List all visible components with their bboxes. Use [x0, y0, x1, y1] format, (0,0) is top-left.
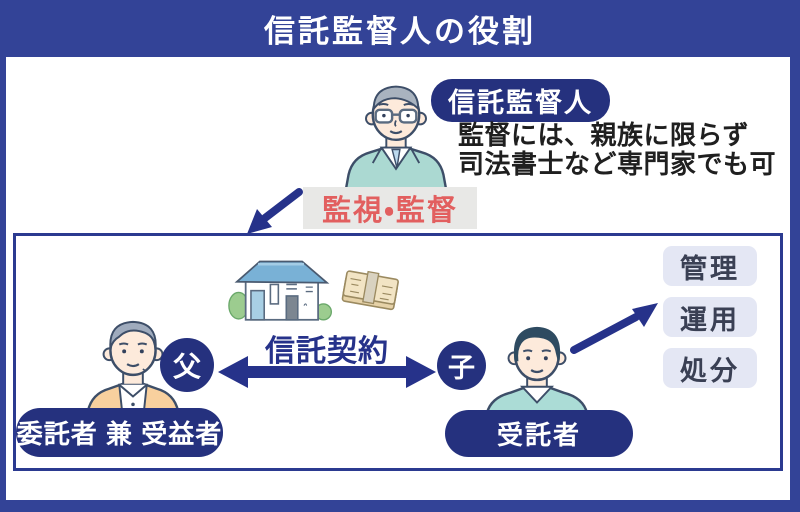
money-icon [341, 270, 399, 311]
house-icon [228, 260, 333, 321]
trust-relationship-box [13, 233, 783, 471]
duties-arrow-icon [570, 303, 658, 354]
supervisor-illustration [343, 85, 449, 196]
duty-box-disposal: 処分 [663, 348, 757, 388]
father-role-label: 委託者 兼 受益者 [16, 408, 223, 457]
duty-box-operation: 運用 [663, 297, 757, 337]
supervision-action-label: 監視・監督 [303, 187, 477, 229]
supervisor-label: 信託監督人 [431, 79, 610, 122]
supervision-arrow-icon [247, 188, 303, 234]
son-role-label: 受託者 [445, 410, 633, 457]
duty-box-management: 管理 [663, 246, 757, 286]
supervisor-note-line2: 司法書士など専門家でも可 [458, 149, 777, 179]
supervisor-note: 監督には、親族に限らず 司法書士など専門家でも可 [458, 121, 776, 179]
supervisor-note-line1: 監督には、親族に限らず [458, 120, 749, 150]
father-badge: 父 [160, 338, 214, 392]
contract-arrow-icon [218, 356, 436, 388]
son-badge: 子 [437, 341, 486, 390]
page-title: 信託監督人の役割 [264, 14, 536, 49]
